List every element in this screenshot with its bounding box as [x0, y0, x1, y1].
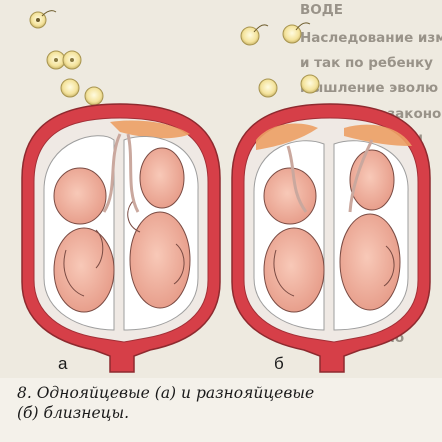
egg-icon [283, 23, 310, 43]
egg-icon [241, 25, 268, 45]
egg-group-identical [30, 11, 103, 105]
uterus-b [232, 104, 430, 372]
uterus-a [22, 104, 220, 372]
caption-line-1: 8. Однояйцевые (а) и разнояйцевые [17, 383, 437, 403]
embryo-icon [54, 168, 114, 312]
sperm-icon [30, 11, 56, 28]
egg-icon [47, 51, 81, 69]
egg-icon [61, 79, 103, 105]
figure-label-a: а [58, 354, 67, 374]
figure-label-b: б [274, 354, 284, 374]
caption-line-2: (б) близнецы. [17, 403, 437, 423]
egg-icon [259, 75, 319, 97]
egg-group-fraternal [241, 23, 319, 97]
embryo-icon [264, 168, 324, 312]
figure-caption: 8. Однояйцевые (а) и разнояйцевые (б) бл… [17, 383, 437, 423]
